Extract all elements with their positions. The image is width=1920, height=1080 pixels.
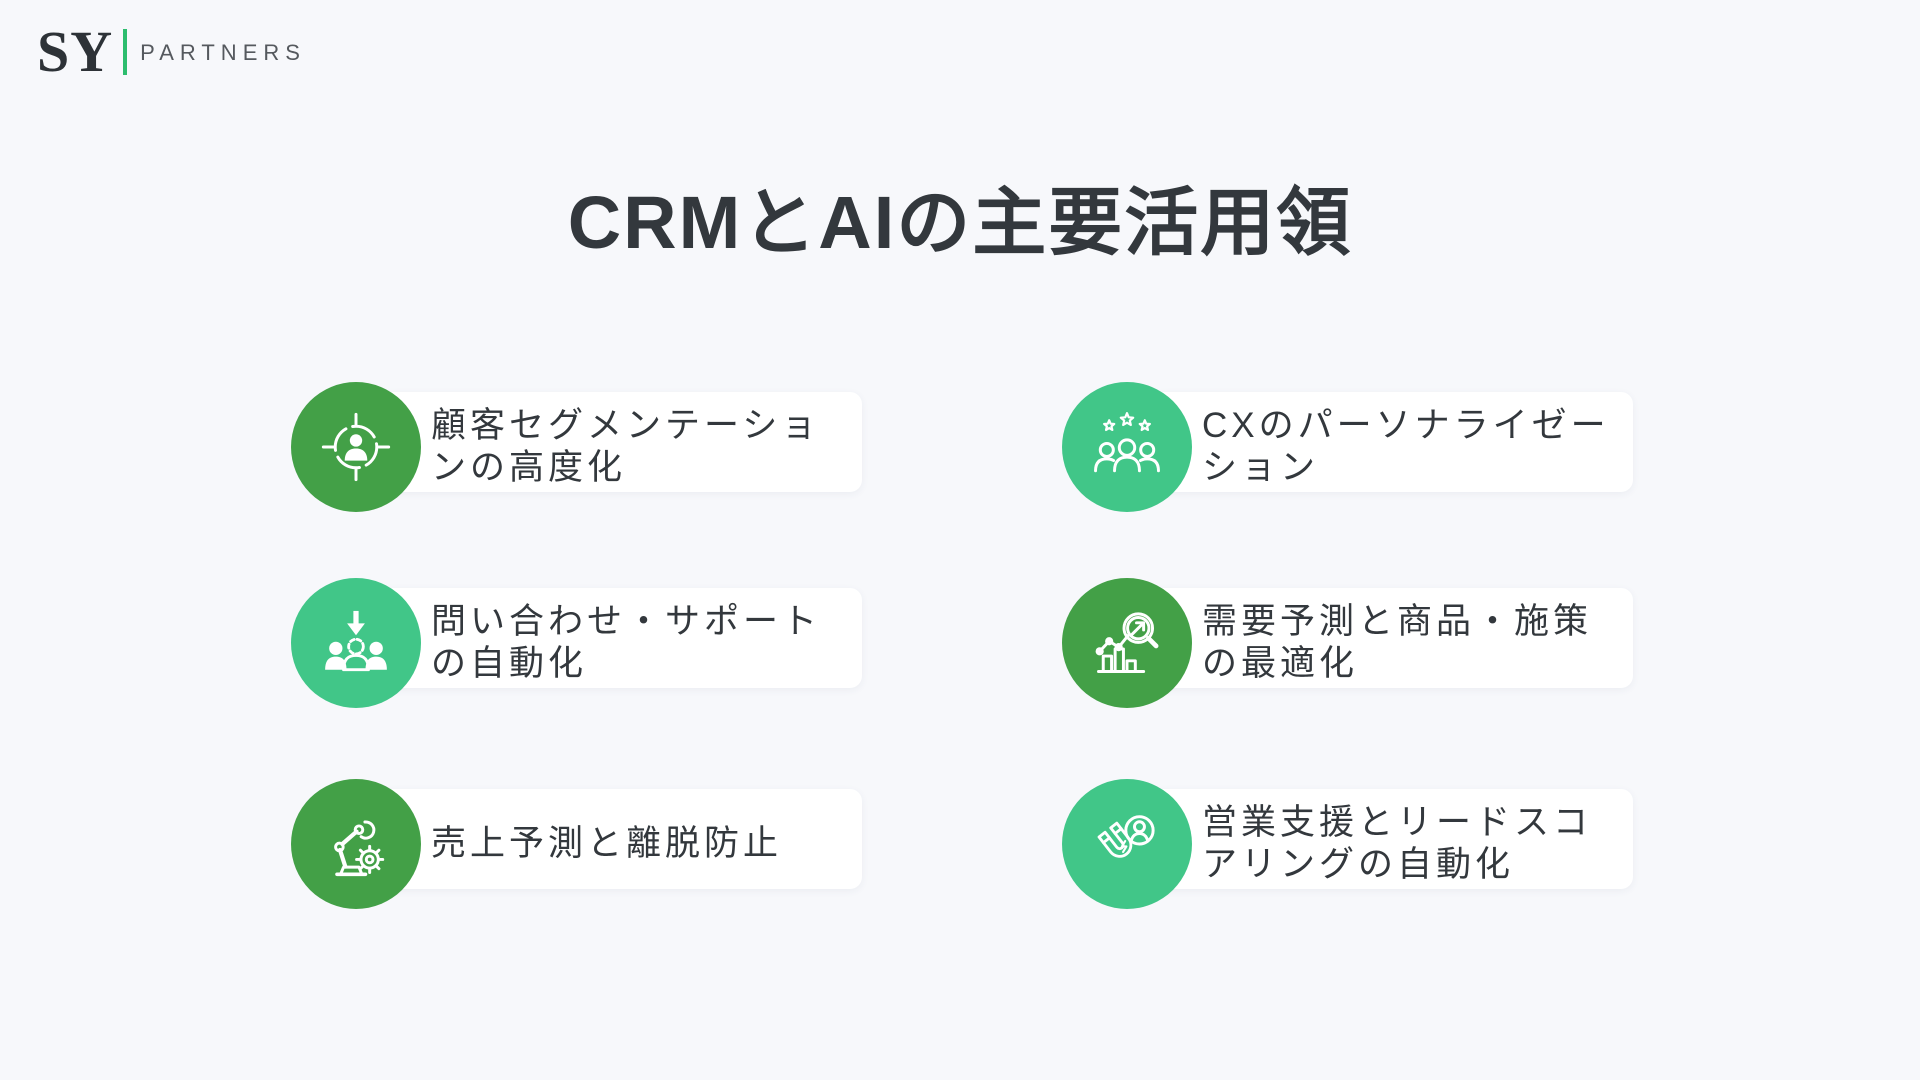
- feature-label: 顧客セグメンテーションの高度化: [431, 406, 821, 487]
- customer-satisfaction-icon: [1094, 409, 1160, 473]
- page-title: CRMとAIの主要活用領: [567, 181, 1353, 264]
- feature-icon-circle: [291, 578, 421, 708]
- feature-item-demand-forecast: 需要予測と商品・施策の最適化: [1062, 578, 1647, 708]
- feature-card: [1151, 789, 1633, 889]
- feature-item-cx-personalization: CXのパーソナライゼーション: [1062, 382, 1647, 512]
- demand-forecast-icon: [1095, 612, 1159, 673]
- feature-icon-circle: [1062, 779, 1192, 909]
- feature-label: 問い合わせ・サポートの自動化: [431, 602, 822, 683]
- target-customer-icon: [321, 412, 391, 482]
- feature-item-churn-prevention: 売上予測と離脱防止: [291, 779, 876, 909]
- feature-item-lead-scoring: 営業支援とリードスコアリングの自動化: [1062, 779, 1647, 909]
- feature-label: 売上予測と離脱防止: [431, 824, 783, 863]
- feature-icon-circle: [1062, 382, 1192, 512]
- feature-card: [380, 392, 862, 492]
- feature-card: [1151, 588, 1633, 688]
- feature-label: CXのパーソナライゼーション: [1202, 406, 1610, 487]
- feature-card: [380, 588, 862, 688]
- support-automation-icon: [325, 610, 387, 672]
- feature-card: [380, 789, 862, 889]
- feature-item-segmentation: 顧客セグメンテーションの高度化: [291, 382, 876, 512]
- feature-card: [1151, 392, 1633, 492]
- feature-icon-circle: [1062, 578, 1192, 708]
- feature-icon-circle: [291, 382, 421, 512]
- brand-divider: [123, 29, 128, 75]
- feature-icon-circle: [291, 779, 421, 909]
- brand-name: PARTNERS: [140, 40, 306, 65]
- brand-mark: SY: [37, 19, 114, 84]
- feature-item-support-automation: 問い合わせ・サポートの自動化: [291, 578, 876, 708]
- feature-label: 需要予測と商品・施策の最適化: [1202, 602, 1593, 683]
- lead-magnet-icon: [1097, 815, 1155, 858]
- brand-logo: SY PARTNERS: [37, 19, 306, 84]
- robot-arm-icon: [334, 820, 385, 877]
- feature-label: 営業支援とリードスコアリングの自動化: [1202, 803, 1593, 884]
